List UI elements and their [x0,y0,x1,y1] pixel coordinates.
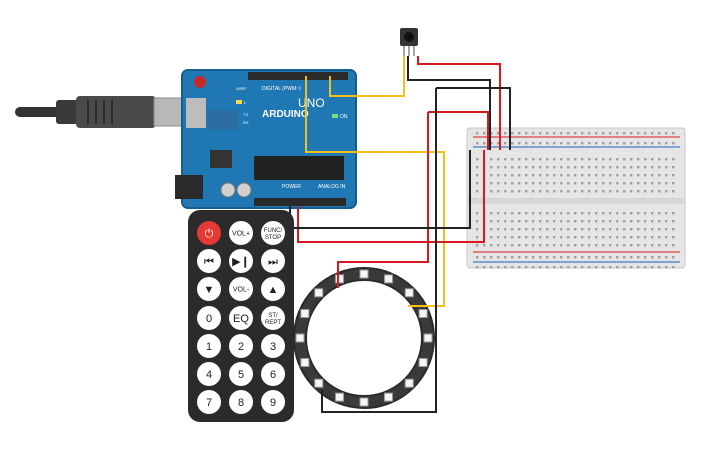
remote-0-button-label: 0 [206,313,212,325]
remote-2-button-label: 2 [238,341,244,353]
ring-led-7 [383,392,393,402]
remote-8-button-label: 8 [238,397,244,409]
remote-power-button[interactable]: ⏻ [197,221,221,245]
ring-led-14 [314,288,324,298]
wire-red-ir [417,56,501,150]
wire-yellow-ir [329,56,405,97]
remote-6-button-label: 6 [270,369,276,381]
ring-led-4 [423,333,433,343]
remote-eq-button-label: EQ [233,313,249,325]
on-led-label: ON [340,114,348,120]
remote-eq-button[interactable]: EQ [229,306,253,330]
remote-0-button[interactable]: 0 [197,306,221,330]
remote-play-pause-button-label: ▶❙ [232,256,250,268]
aref-label: AREF [236,86,247,91]
arduino-brand-label: ARDUINO [262,109,309,120]
ring-led-3 [418,309,428,319]
remote-up-button-label: ▲ [268,284,279,296]
remote-next-button[interactable]: ⏭ [261,249,285,273]
remote-down-button[interactable]: ▼ [197,277,221,301]
remote-9-button-label: 9 [270,397,276,409]
analog-in-label: ANALOG IN [318,184,346,190]
remote-9-button[interactable]: 9 [261,390,285,414]
usb-cable[interactable] [15,96,189,128]
remote-4-button[interactable]: 4 [197,362,221,386]
ring-led-11 [300,357,310,367]
remote-volume-up-button[interactable]: VOL+ [229,221,253,245]
l-led [236,100,242,104]
ring-led-9 [335,392,345,402]
neopixel-ring[interactable] [293,267,435,409]
remote-2-button[interactable]: 2 [229,334,253,358]
remote-previous-button[interactable]: ⏮ [197,249,221,273]
wire-black-ir [407,56,491,150]
ring-led-13 [300,309,310,319]
wires [289,56,511,413]
remote-play-pause-button[interactable]: ▶❙ [229,249,253,273]
remote-3-button-label: 3 [270,341,276,353]
remote-4-button-label: 4 [206,369,212,381]
remote-previous-button-label: ⏮ [204,256,214,268]
remote-volume-down-button[interactable]: VOL- [229,277,253,301]
remote-st-rept-button[interactable]: ST/REPT [261,306,285,330]
remote-7-button[interactable]: 7 [197,390,221,414]
wire-black-ring [321,88,437,413]
remote-8-button[interactable]: 8 [229,390,253,414]
wire-black-top [436,87,511,150]
remote-func-stop-button-label: STOP [265,235,281,241]
remote-volume-up-button-label: VOL+ [232,231,250,238]
remote-3-button[interactable]: 3 [261,334,285,358]
remote-func-stop-button-label: FUNC/ [264,228,283,234]
reset-button[interactable] [194,76,206,88]
remote-button-grid[interactable]: ⏻ VOL+ FUNC/STOP ⏮ ▶❙ ⏭ ▼ VOL- ▲ 0 EQ ST/REPT 1 2 3 4 5 6… [197,221,285,414]
ring-led-5 [418,357,428,367]
remote-1-button[interactable]: 1 [197,334,221,358]
remote-st-rept-button-label: REPT [265,320,281,326]
wire-red-ring [337,112,429,288]
power-label: POWER [282,184,301,190]
ring-led-10 [314,378,324,388]
remote-up-button[interactable]: ▲ [261,277,285,301]
ir-remote[interactable]: ⏻ VOL+ FUNC/STOP ⏮ ▶❙ ⏭ ▼ VOL- ▲ 0 EQ ST/REPT 1 2 3 4 5 6… [188,210,294,422]
remote-5-button[interactable]: 5 [229,362,253,386]
arduino-uno-board[interactable]: ARDUINO UNO DIGITAL (PWM~) POWER ANALOG … [175,69,357,209]
remote-power-button-label: ⏻ [205,228,214,240]
atmega-chip [254,156,344,180]
wire-yellow-arduino [305,76,445,307]
power-analog-header[interactable] [254,198,346,206]
rx-led-label: RX [243,120,249,125]
wire-red-power [297,150,485,243]
remote-volume-down-button-label: VOL- [233,287,250,294]
digital-pwm-label: DIGITAL (PWM~) [262,86,301,92]
ir-receiver[interactable] [400,28,418,56]
breadboard[interactable] [466,127,686,269]
ring-leds [295,269,433,407]
l-led-label: L [244,100,247,105]
remote-down-button-label: ▼ [204,284,215,296]
ring-led-15 [335,274,345,284]
digital-header[interactable] [248,72,348,80]
ring-led-6 [404,378,414,388]
remote-1-button-label: 1 [206,341,212,353]
tx-led-label: TX [243,112,248,117]
remote-5-button-label: 5 [238,369,244,381]
remote-st-rept-button-label: ST/ [268,313,278,319]
ring-led-1 [383,274,393,284]
ring-led-0 [359,269,369,279]
arduino-model-label: UNO [298,96,325,110]
on-led [332,114,338,118]
remote-func-stop-button[interactable]: FUNC/STOP [261,221,285,245]
remote-next-button-label: ⏭ [268,256,278,268]
wire-red-top [428,111,489,150]
remote-6-button[interactable]: 6 [261,362,285,386]
ring-led-8 [359,397,369,407]
ring-led-2 [404,288,414,298]
remote-7-button-label: 7 [206,397,212,409]
ring-led-12 [295,333,305,343]
